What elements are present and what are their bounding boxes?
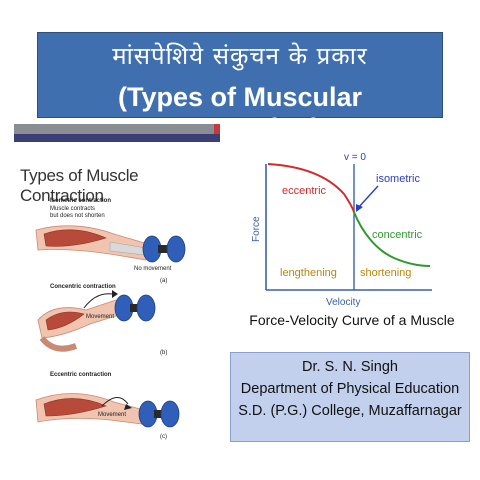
label-eccentric: eccentric bbox=[282, 185, 327, 197]
title-english: (Types of Muscular Contraction) bbox=[117, 82, 363, 143]
title-banner: मांसपेशिये संकुचन के प्रकार (Types of Mu… bbox=[37, 32, 443, 143]
concentric-arm-illustration bbox=[37, 290, 156, 352]
isometric-tag: (a) bbox=[160, 278, 168, 284]
panel-top-bar-navy bbox=[14, 134, 220, 142]
force-velocity-chart: v = 0 isometric eccentric concentric len… bbox=[232, 150, 472, 330]
concentric-curve bbox=[353, 211, 431, 267]
concentric-label: Concentric contraction bbox=[50, 284, 116, 290]
label-lengthening: lengthening bbox=[280, 267, 337, 279]
isometric-label: Isometric contraction bbox=[50, 198, 112, 204]
isometric-arrowhead bbox=[356, 204, 363, 212]
panel-top-bar-gray bbox=[14, 124, 216, 134]
x-axis-label: Velocity bbox=[326, 297, 360, 308]
label-v-zero: v = 0 bbox=[344, 152, 366, 163]
title-hindi: मांसपेशिये संकुचन के प्रकार bbox=[112, 42, 368, 70]
credit-college: S.D. (P.G.) College, Muzaffarnagar bbox=[238, 403, 462, 419]
panel-top-bar-red bbox=[214, 124, 220, 134]
eccentric-tag: (c) bbox=[160, 434, 167, 440]
isometric-desc-1: Muscle contracts bbox=[50, 206, 96, 212]
arm-illustrations bbox=[35, 225, 186, 428]
credit-department: Department of Physical Education bbox=[240, 381, 460, 397]
eccentric-movement-label: Movement bbox=[98, 412, 127, 418]
label-concentric: concentric bbox=[372, 229, 423, 241]
eccentric-curve bbox=[267, 163, 355, 213]
eccentric-label: Eccentric contraction bbox=[50, 372, 112, 378]
force-velocity-svg: v = 0 isometric eccentric concentric len… bbox=[251, 152, 432, 308]
credit-name: Dr. S. N. Singh bbox=[302, 359, 398, 375]
concentric-tag: (b) bbox=[160, 350, 168, 356]
eccentric-arm-illustration bbox=[35, 393, 180, 428]
label-shortening: shortening bbox=[360, 267, 411, 279]
concentric-movement-label: Movement bbox=[86, 314, 115, 320]
chart-title: Force-Velocity Curve of a Muscle bbox=[249, 312, 455, 328]
label-isometric: isometric bbox=[376, 173, 421, 185]
isometric-desc-2: but does not shorten bbox=[50, 213, 105, 219]
isometric-arrow bbox=[357, 185, 379, 209]
isometric-movement-label: No movement bbox=[134, 266, 172, 272]
y-axis-label: Force bbox=[251, 216, 262, 242]
muscle-contraction-panel: Types of Muscle Contraction bbox=[14, 124, 220, 454]
panel-heading: Types of Muscle Contraction bbox=[20, 166, 139, 205]
isometric-arm-illustration bbox=[35, 225, 186, 263]
credits-box: Dr. S. N. Singh Department of Physical E… bbox=[230, 352, 470, 442]
